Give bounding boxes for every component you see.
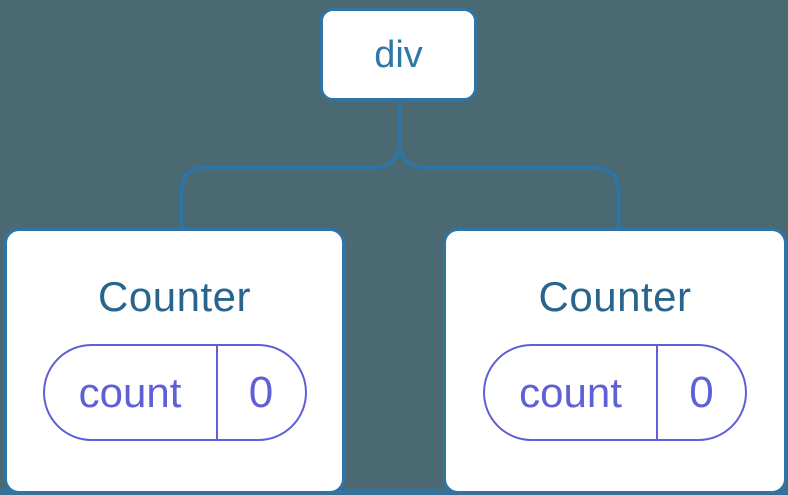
component-title: Counter (98, 273, 251, 320)
state-pill-value-section: 0 (658, 346, 745, 439)
state-value-label: 0 (248, 367, 274, 417)
connector-right-branch (397, 140, 621, 230)
state-key-label: count (78, 368, 182, 416)
state-pill-key-section: count (45, 346, 218, 440)
state-pill: count 0 (42, 344, 307, 442)
counter-node-left: Counter count 0 (4, 228, 345, 494)
component-title: Counter (538, 273, 692, 320)
state-key-label: count (519, 368, 622, 416)
state-pill-key-section: count (485, 346, 658, 440)
counter-node-right: Counter count 0 (443, 228, 787, 494)
state-value-label: 0 (689, 367, 714, 417)
state-pill: count 0 (483, 344, 747, 442)
connector-left-branch (179, 99, 402, 230)
state-pill-value-section: 0 (218, 346, 305, 439)
tree-node-root: div (320, 8, 477, 101)
root-node-label: div (374, 33, 423, 76)
